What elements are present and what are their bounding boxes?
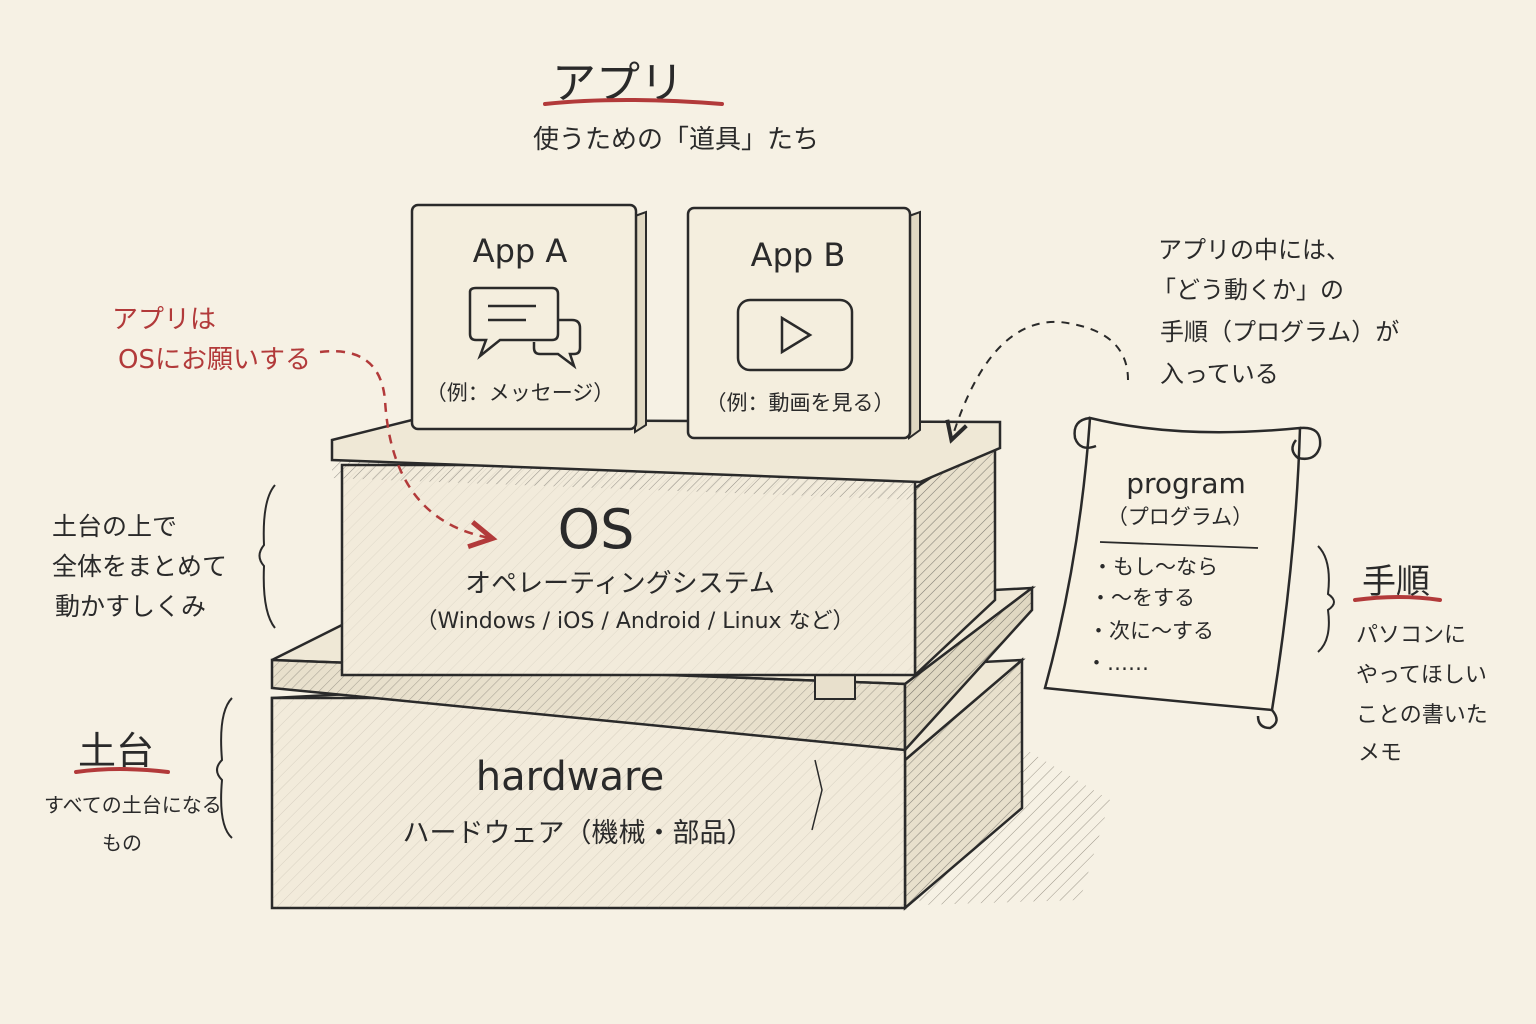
program-item-1: ・もし〜なら [1092, 555, 1218, 579]
app-header: アプリ 使うための「道具」たち [533, 58, 819, 155]
app-b-name: App B [751, 236, 846, 274]
app-inside-note: アプリの中には、 「どう動くか」の 手順（プログラム）が 入っている [952, 236, 1399, 438]
chat-bubbles-icon [468, 286, 582, 370]
request-note-line1: アプリは [112, 305, 216, 335]
program-item-3: ・次に〜する [1088, 619, 1214, 643]
app-a-example: （例：メッセージ） [426, 381, 615, 405]
program-item-2: ・〜をする [1090, 586, 1195, 610]
app-inside-note-line2: 「どう動くか」の [1152, 276, 1344, 304]
steps-note-line1: パソコンに [1356, 623, 1466, 648]
os-note-line2: 全体をまとめて [52, 552, 227, 581]
app-b-face [686, 206, 912, 440]
os-note-brace [258, 484, 276, 629]
program-divider [1099, 541, 1259, 549]
program-item-4: ・…… [1086, 651, 1149, 675]
os-name: OS [558, 498, 635, 561]
app-a-name: App A [473, 232, 568, 270]
program-scroll: program （プログラム） ・もし〜なら ・〜をする ・次に〜する ・…… [1043, 416, 1322, 730]
os-block: OS オペレーティングシステム （Windows / iOS / Android… [330, 418, 1002, 678]
scroll-bottom-curl [1256, 709, 1278, 730]
hardware-note: 土台 すべての土台になる もの [44, 697, 233, 855]
app-b-example: （例：動画を見る） [706, 391, 895, 415]
request-note-line2: OSにお願いする [118, 345, 311, 375]
hardware-note-brace [216, 697, 233, 839]
steps-note-line2: やってほしい [1356, 663, 1487, 688]
app-inside-arrow [952, 320, 1129, 438]
hardware-note-title: 土台 [78, 729, 154, 773]
hardware-note-line2: もの [102, 831, 142, 855]
app-b-card: App B （例：動画を見る） [686, 206, 921, 440]
steps-note-underline [1353, 595, 1442, 602]
program-subtitle: （プログラム） [1107, 505, 1253, 529]
play-icon [736, 298, 854, 372]
os-note: 土台の上で 全体をまとめて 動かすしくみ [52, 484, 276, 629]
os-note-line3: 動かすしくみ [55, 592, 206, 621]
hardware-subtitle: ハードウェア（機械・部品） [403, 818, 754, 849]
app-a-card: App A （例：メッセージ） [410, 203, 647, 434]
hardware-note-underline [74, 767, 170, 774]
os-examples: （Windows / iOS / Android / Linux など） [415, 609, 854, 634]
app-inside-note-line1: アプリの中には、 [1158, 236, 1350, 264]
app-inside-note-line4: 入っている [1160, 360, 1279, 388]
title-underline [543, 98, 724, 106]
app-a-face [410, 203, 638, 431]
scroll-top-curl [1291, 426, 1322, 460]
hardware-note-line1: すべての土台になる [44, 793, 222, 817]
request-arrow [319, 349, 490, 538]
steps-note-line3: ことの書いた [1356, 703, 1488, 728]
program-title: program [1126, 467, 1246, 500]
os-note-line1: 土台の上で [52, 512, 177, 541]
app-header-subtitle: 使うための「道具」たち [533, 125, 819, 155]
app-inside-note-line3: 手順（プログラム）が [1160, 318, 1399, 346]
steps-note-brace [1317, 545, 1335, 653]
hardware-name: hardware [476, 754, 664, 800]
request-note: アプリは OSにお願いする [112, 305, 490, 538]
steps-note-line4: メモ [1358, 741, 1402, 766]
steps-note: 手順 パソコンに やってほしい ことの書いた メモ [1317, 545, 1488, 766]
os-subtitle: オペレーティングシステム [465, 569, 775, 599]
scroll-paper [1043, 416, 1302, 712]
